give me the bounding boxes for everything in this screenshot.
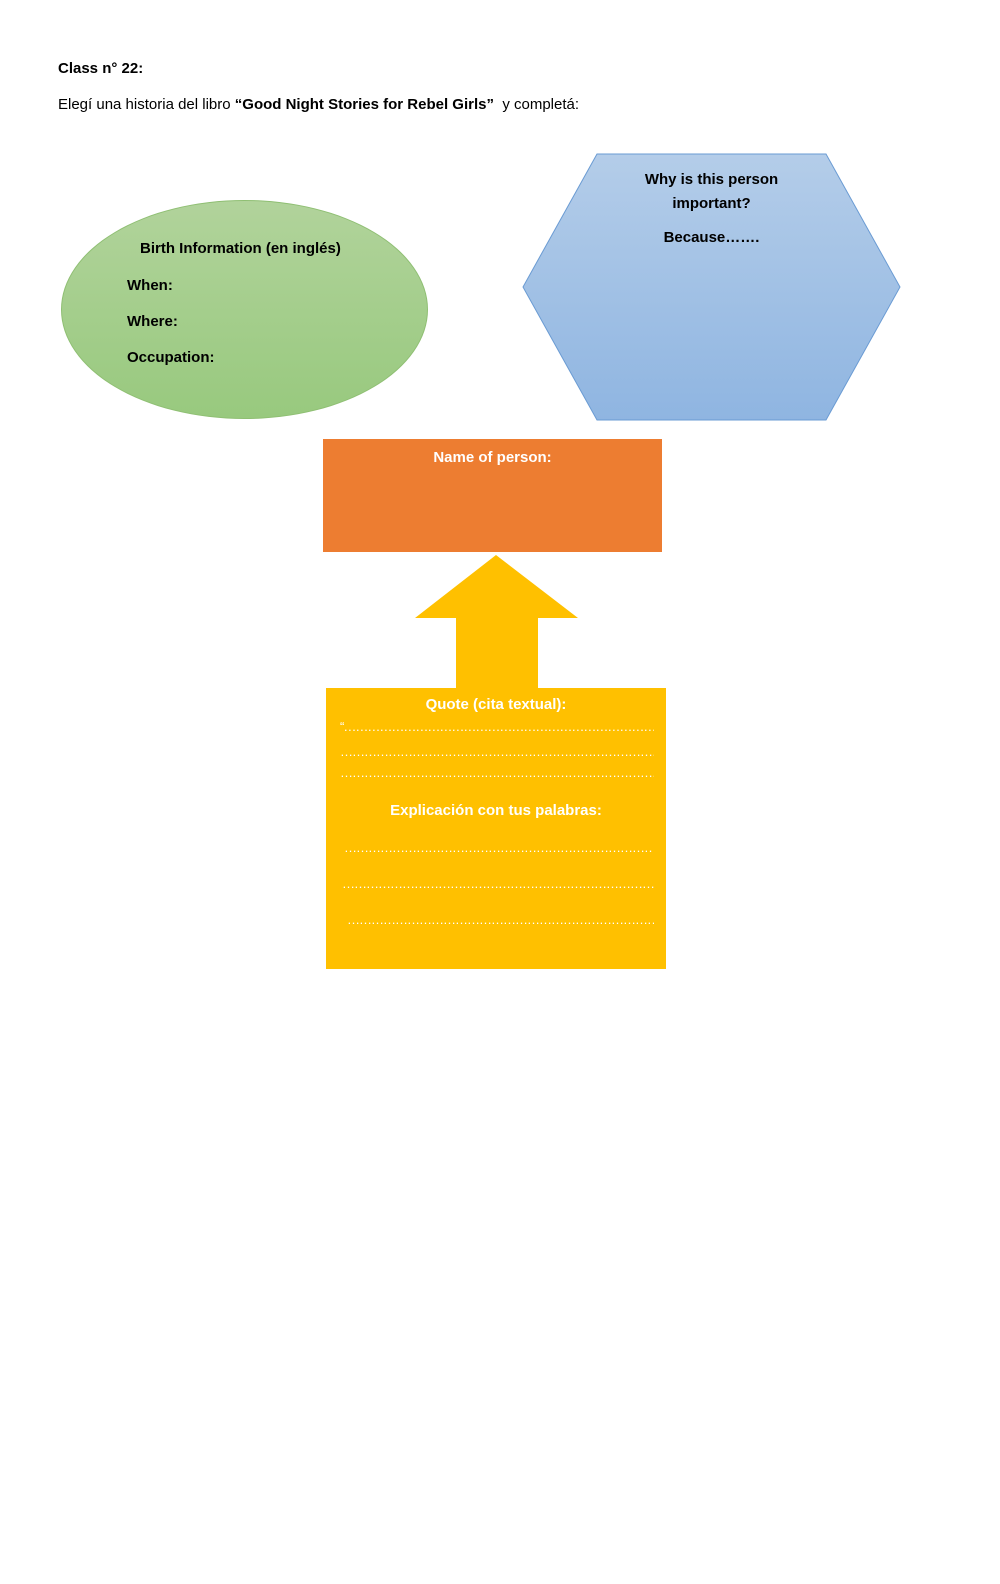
quote-line-3: …………………………………………………………………………” bbox=[340, 765, 654, 780]
explanation-line-2: …………………………………………………………………………… bbox=[342, 876, 654, 891]
importance-hexagon bbox=[522, 153, 901, 421]
quote-title: Quote (cita textual): bbox=[425, 696, 567, 713]
birth-info-title: Birth Information (en inglés) bbox=[140, 240, 341, 257]
instruction-suffix: y completá: bbox=[493, 96, 580, 113]
book-title: “Good Night Stories for Rebel Girls” bbox=[234, 96, 494, 113]
quote-line-2: …………………………………………………………………………… bbox=[340, 744, 654, 759]
because-label: Because……. bbox=[663, 229, 760, 246]
when-label: When: bbox=[127, 277, 173, 294]
up-arrow bbox=[414, 555, 580, 690]
where-label: Where: bbox=[127, 313, 178, 330]
explanation-line-3: ………………………………………………………………………. bbox=[347, 912, 654, 927]
quote-box: Quote (cita textual): “……………………………………………… bbox=[326, 688, 666, 969]
instruction-text: Elegí una historia del libro “Good Night… bbox=[58, 96, 579, 113]
explanation-title: Explicación con tus palabras: bbox=[390, 802, 602, 819]
class-heading: Class n° 22: bbox=[58, 60, 144, 77]
name-of-person-label: Name of person: bbox=[433, 449, 552, 466]
importance-question-line2: important? bbox=[672, 195, 751, 212]
quote-line-1: “………………………………………………………………………… bbox=[340, 719, 654, 734]
birth-info-ellipse bbox=[61, 200, 428, 419]
instruction-prefix: Elegí una historia del libro bbox=[58, 96, 235, 113]
occupation-label: Occupation: bbox=[127, 349, 215, 366]
importance-question: Why is this person important? bbox=[522, 168, 901, 216]
name-of-person-box: Name of person: bbox=[323, 439, 662, 552]
importance-question-line1: Why is this person bbox=[644, 171, 779, 188]
explanation-line-1: ………………………………………………………………………… bbox=[344, 840, 654, 855]
